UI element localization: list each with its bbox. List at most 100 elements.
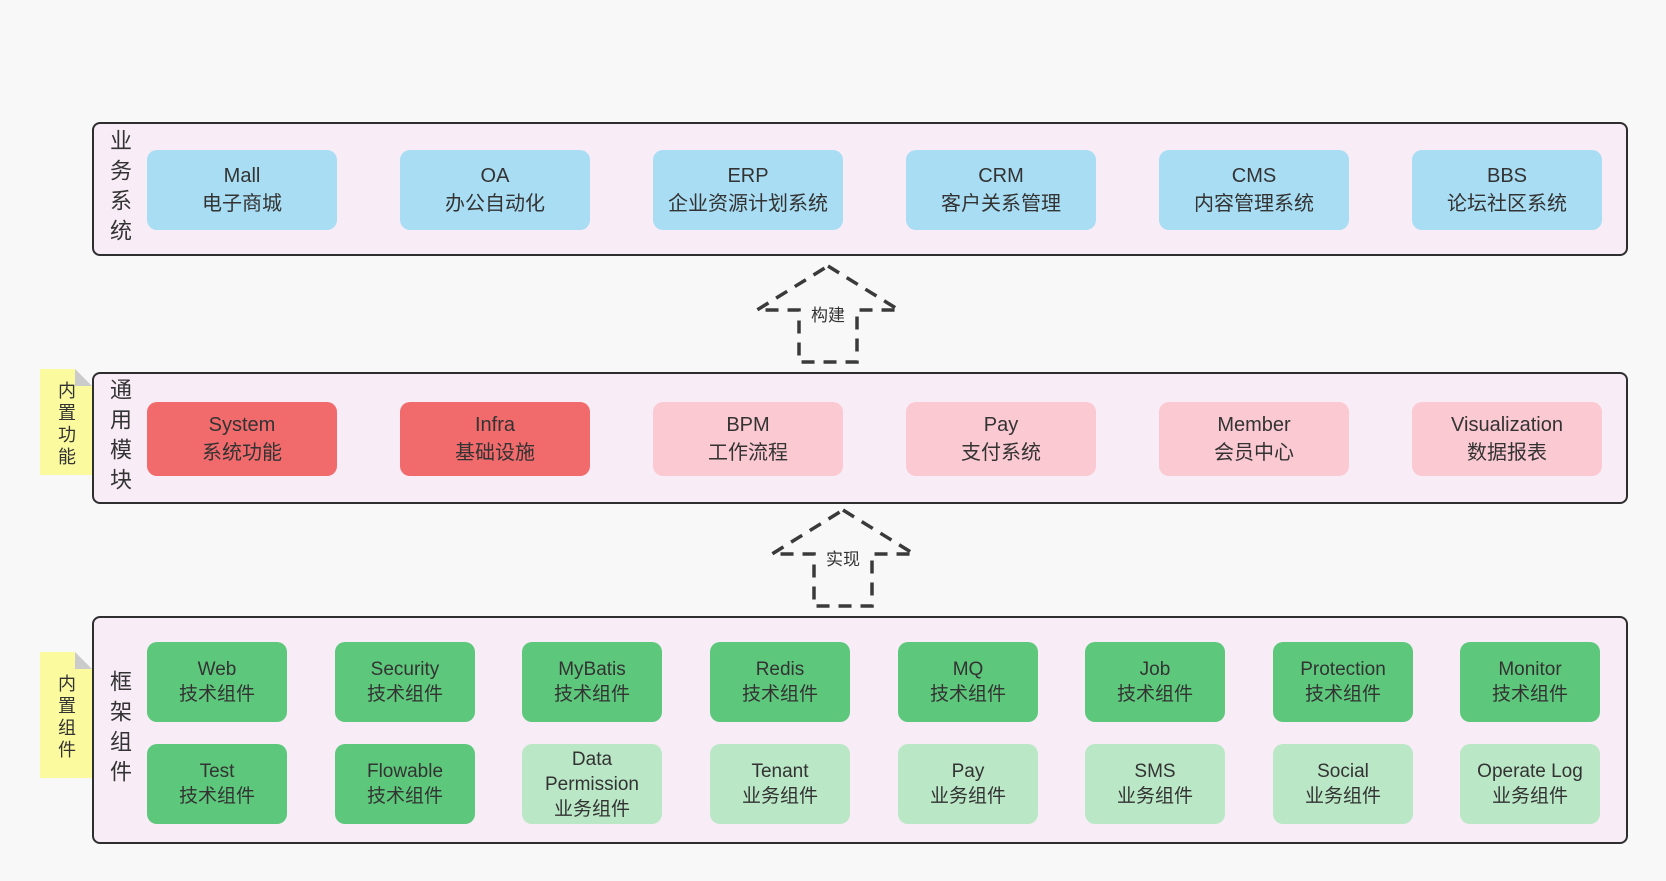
box-test: Test 技术组件 <box>147 744 287 824</box>
box-mall: Mall 电子商城 <box>147 150 337 230</box>
box-subtitle: 技术组件 <box>1491 684 1568 705</box>
box-security: Security 技术组件 <box>335 642 475 722</box>
box-mybatis: MyBatis 技术组件 <box>522 642 662 722</box>
box-subtitle: 论坛社区系统 <box>1447 193 1567 215</box>
box-title: Social <box>1317 761 1369 782</box>
arrow-up-icon <box>753 263 903 364</box>
box-subtitle: 技术组件 <box>929 684 1006 705</box>
box-redis: Redis 技术组件 <box>710 642 850 722</box>
box-title: Monitor <box>1498 659 1562 680</box>
folded-corner-icon <box>75 369 92 386</box>
box-bpm: BPM 工作流程 <box>653 402 843 476</box>
box-bbs: BBS 论坛社区系统 <box>1412 150 1602 230</box>
box-subtitle: 技术组件 <box>1116 684 1193 705</box>
box-title: Test <box>199 761 235 782</box>
box-subtitle: 客户关系管理 <box>941 193 1061 215</box>
sticky-note-label: 内置功能 <box>56 381 76 469</box>
box-subtitle: 电子商城 <box>202 193 282 215</box>
box-oa: OA 办公自动化 <box>400 150 590 230</box>
box-title: ERP <box>727 165 769 187</box>
box-title: System <box>208 414 276 436</box>
box-subtitle: 技术组件 <box>1304 684 1381 705</box>
box-operate-log: Operate Log 业务组件 <box>1460 744 1600 824</box>
box-visualization: Visualization 数据报表 <box>1412 402 1602 476</box>
box-subtitle: 技术组件 <box>366 684 443 705</box>
sticky-note-label: 内置组件 <box>56 674 76 762</box>
box-title: BPM <box>726 414 770 436</box>
box-sms: SMS 业务组件 <box>1085 744 1225 824</box>
box-web: Web 技术组件 <box>147 642 287 722</box>
arrow-up-icon <box>768 507 918 608</box>
box-title: Web <box>197 659 237 680</box>
box-title: Member <box>1217 414 1291 436</box>
layer-business-systems: 业务系统 Mall 电子商城 OA 办公自动化 ERP 企业资源计划系统 CRM… <box>92 122 1628 256</box>
box-title: Protection <box>1300 659 1386 680</box>
box-mq: MQ 技术组件 <box>898 642 1038 722</box>
box-tenant: Tenant 业务组件 <box>710 744 850 824</box>
box-social: Social 业务组件 <box>1273 744 1413 824</box>
box-subtitle: 企业资源计划系统 <box>668 193 828 215</box>
sticky-note-built-in-components: 内置组件 <box>40 652 92 778</box>
arrow-implement: 实现 <box>768 506 918 610</box>
folded-corner-icon <box>75 652 92 669</box>
box-protection: Protection 技术组件 <box>1273 642 1413 722</box>
box-title: Operate Log <box>1477 761 1583 782</box>
box-infra: Infra 基础设施 <box>400 402 590 476</box>
layer-label-common-modules: 通用模块 <box>107 378 132 498</box>
box-subtitle: 技术组件 <box>178 684 255 705</box>
arrow-label: 构建 <box>807 300 849 327</box>
box-pay-component: Pay 业务组件 <box>898 744 1038 824</box>
box-subtitle: 业务组件 <box>1116 786 1193 807</box>
box-subtitle: 业务组件 <box>741 786 818 807</box>
box-subtitle: 技术组件 <box>553 684 630 705</box>
box-subtitle: 数据报表 <box>1467 442 1547 464</box>
box-title: OA <box>480 165 510 187</box>
box-subtitle: 工作流程 <box>708 442 788 464</box>
box-monitor: Monitor 技术组件 <box>1460 642 1600 722</box>
box-subtitle: 业务组件 <box>1491 786 1568 807</box>
box-title: Redis <box>755 659 805 680</box>
box-erp: ERP 企业资源计划系统 <box>653 150 843 230</box>
arrow-label: 实现 <box>822 544 864 571</box>
box-cms: CMS 内容管理系统 <box>1159 150 1349 230</box>
box-subtitle: 技术组件 <box>366 786 443 807</box>
arrow-build: 构建 <box>753 262 903 366</box>
sticky-note-built-in-features: 内置功能 <box>40 369 92 475</box>
box-subtitle: 支付系统 <box>961 442 1041 464</box>
box-title: Security <box>370 659 440 680</box>
box-title: CRM <box>978 165 1024 187</box>
box-title: Flowable <box>366 761 444 782</box>
box-data-permission: Data Permission 业务组件 <box>522 744 662 824</box>
box-title: MQ <box>952 659 984 680</box>
box-title: Infra <box>474 414 516 436</box>
box-subtitle: 技术组件 <box>741 684 818 705</box>
box-title: Tenant <box>751 761 809 782</box>
box-title: Data Permission <box>545 748 639 795</box>
box-pay-module: Pay 支付系统 <box>906 402 1096 476</box>
box-title: Pay <box>983 414 1019 436</box>
box-subtitle: 业务组件 <box>929 786 1006 807</box>
box-subtitle: 系统功能 <box>202 442 282 464</box>
box-subtitle: 内容管理系统 <box>1194 193 1314 215</box>
layer-common-modules: 通用模块 System 系统功能 Infra 基础设施 BPM 工作流程 Pay… <box>92 372 1628 504</box>
layer-framework-components: 框架组件 Web 技术组件 Security 技术组件 MyBatis 技术组件… <box>92 616 1628 844</box>
box-title: BBS <box>1486 165 1528 187</box>
box-title: Mall <box>223 165 261 187</box>
box-subtitle: 办公自动化 <box>445 193 545 215</box>
box-system: System 系统功能 <box>147 402 337 476</box>
box-crm: CRM 客户关系管理 <box>906 150 1096 230</box>
box-job: Job 技术组件 <box>1085 642 1225 722</box>
box-subtitle: 业务组件 <box>1304 786 1381 807</box>
layer-label-framework-components: 框架组件 <box>107 670 132 790</box>
layer-label-business-systems: 业务系统 <box>107 129 132 249</box>
box-member: Member 会员中心 <box>1159 402 1349 476</box>
box-flowable: Flowable 技术组件 <box>335 744 475 824</box>
box-subtitle: 基础设施 <box>455 442 535 464</box>
box-subtitle: 业务组件 <box>553 798 630 820</box>
box-subtitle: 技术组件 <box>178 786 255 807</box>
box-title: SMS <box>1134 761 1176 782</box>
box-title: CMS <box>1231 165 1277 187</box>
box-subtitle: 会员中心 <box>1214 442 1294 464</box>
box-title: Pay <box>951 761 985 782</box>
